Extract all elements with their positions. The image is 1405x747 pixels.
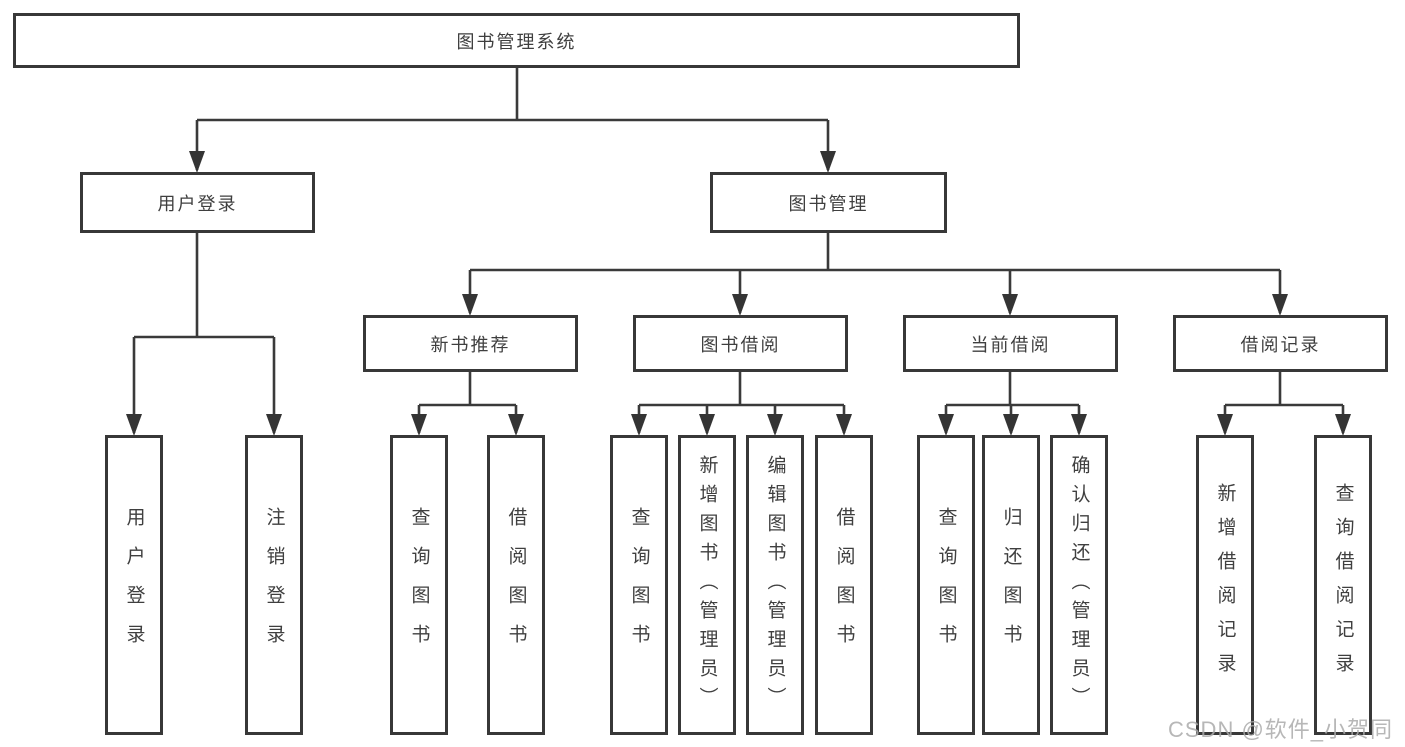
connector-line	[1223, 372, 1345, 433]
csdn-watermark: CSDN @软件_小贺同学	[1168, 717, 1394, 742]
node-new-book-recommend: 新书推荐	[363, 315, 578, 372]
arrow-down-icon	[836, 414, 852, 436]
leaf-user-login: 用户登录	[105, 435, 163, 735]
arrow-down-icon	[508, 414, 524, 436]
arrow-down-icon	[1217, 414, 1233, 436]
leaf-confirm-return-admin: 确认归还（管理员）	[1050, 435, 1108, 735]
arrow-down-icon	[732, 294, 748, 316]
leaf-edit-book-admin: 编辑图书（管理员）	[746, 435, 804, 735]
leaf-borrow-books-borrowing: 借阅图书	[815, 435, 873, 735]
connector-line	[637, 372, 846, 433]
arrow-down-icon	[820, 151, 836, 173]
arrow-down-icon	[938, 414, 954, 436]
node-book-management: 图书管理	[710, 172, 947, 233]
leaf-query-books-current: 查询图书	[917, 435, 975, 735]
leaf-query-books-borrowing: 查询图书	[610, 435, 668, 735]
connector-line	[132, 233, 276, 433]
arrow-down-icon	[411, 414, 427, 436]
leaf-add-book-admin: 新增图书（管理员）	[678, 435, 736, 735]
arrow-down-icon	[1002, 294, 1018, 316]
arrow-down-icon	[1071, 414, 1087, 436]
connector-line	[468, 233, 1282, 313]
arrow-down-icon	[126, 414, 142, 436]
leaf-logout: 注销登录	[245, 435, 303, 735]
node-borrowing-records: 借阅记录	[1173, 315, 1388, 372]
leaf-borrow-books-recommend: 借阅图书	[487, 435, 545, 735]
arrow-down-icon	[767, 414, 783, 436]
arrow-down-icon	[631, 414, 647, 436]
arrow-down-icon	[1335, 414, 1351, 436]
leaf-query-books-recommend: 查询图书	[390, 435, 448, 735]
arrow-down-icon	[266, 414, 282, 436]
arrow-down-icon	[699, 414, 715, 436]
arrow-down-icon	[1003, 414, 1019, 436]
node-book-borrowing: 图书借阅	[633, 315, 848, 372]
leaf-query-borrow-record: 查询借阅记录	[1314, 435, 1372, 735]
node-library-system: 图书管理系统	[13, 13, 1020, 68]
node-current-borrowing: 当前借阅	[903, 315, 1118, 372]
arrow-down-icon	[1272, 294, 1288, 316]
node-user-login: 用户登录	[80, 172, 315, 233]
arrow-down-icon	[462, 294, 478, 316]
leaf-add-borrow-record: 新增借阅记录	[1196, 435, 1254, 735]
connector-line	[195, 68, 830, 170]
leaf-return-books: 归还图书	[982, 435, 1040, 735]
arrow-down-icon	[189, 151, 205, 173]
connector-line	[417, 372, 518, 433]
